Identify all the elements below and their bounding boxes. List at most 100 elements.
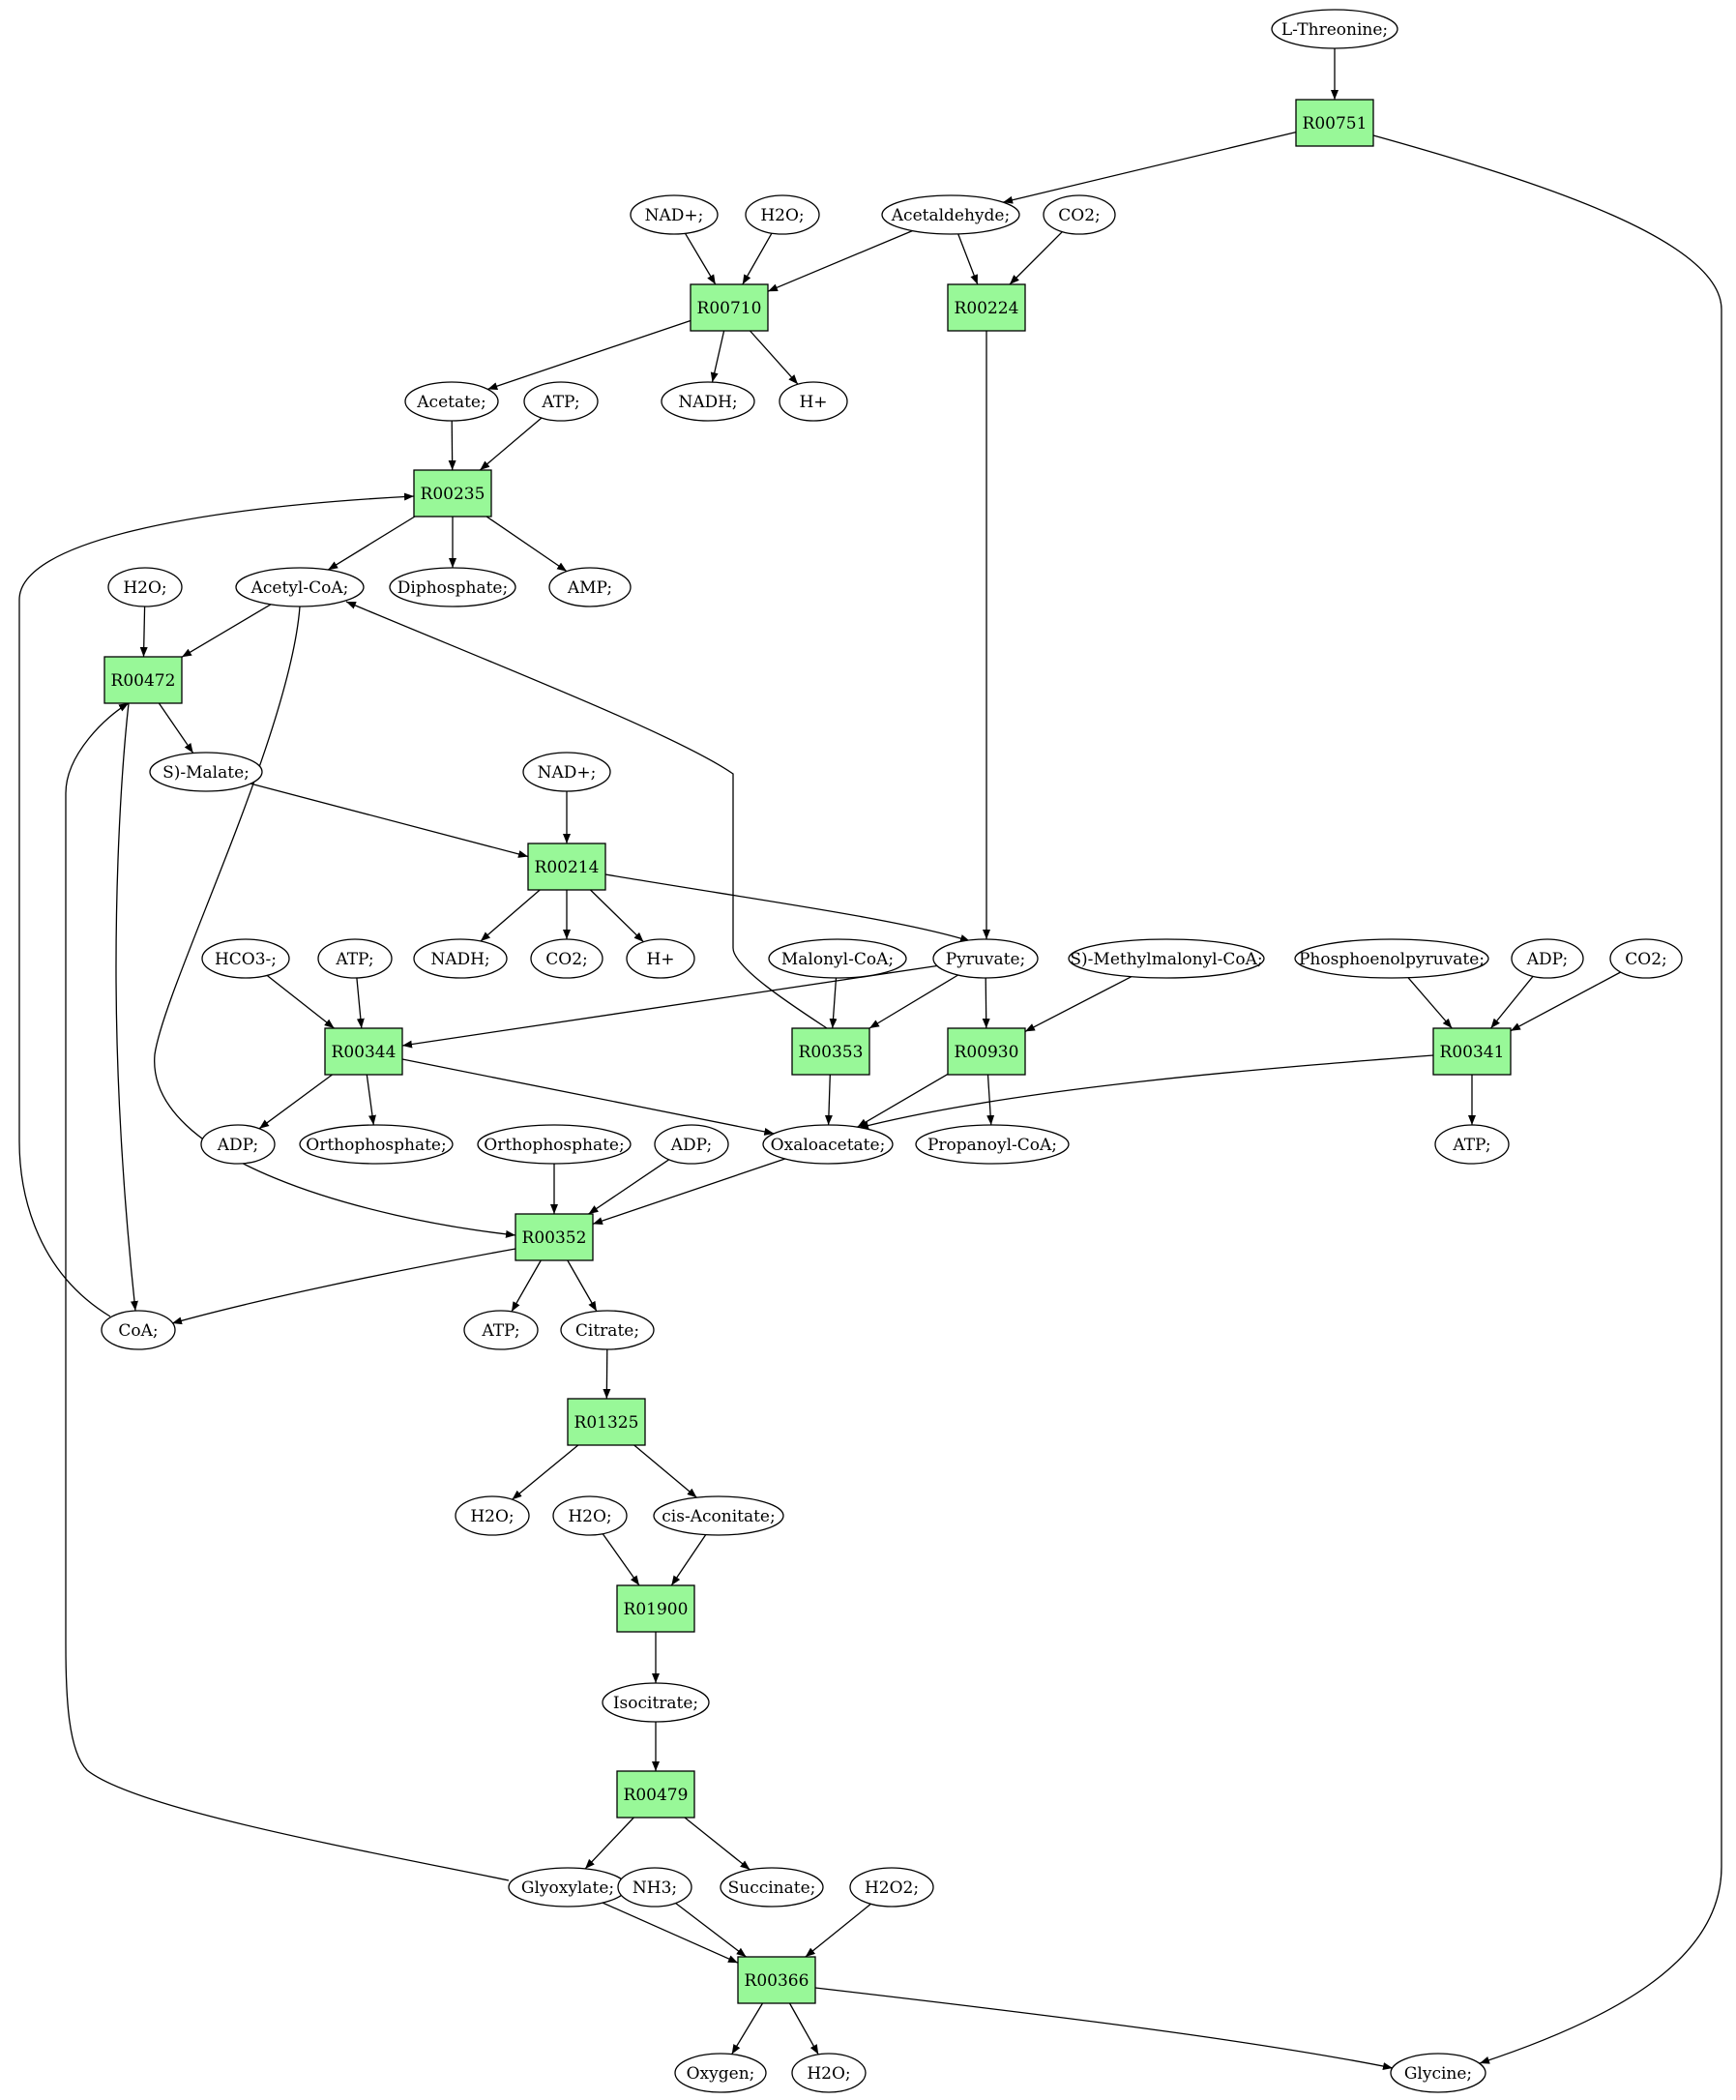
metabolite-ellipse (548, 567, 632, 607)
metabolite-label: H+ (799, 393, 827, 412)
edge-h2o2x-to-r366 (805, 1903, 871, 1958)
metabolite-node-adp3[interactable]: ADP; (654, 1124, 729, 1165)
metabolite-node-nh3[interactable]: NH3; (617, 1867, 692, 1908)
metabolite-ellipse (389, 567, 516, 607)
metabolite-node-malcoa[interactable]: Malonyl-CoA; (768, 938, 907, 979)
metabolite-node-h2o3[interactable]: H2O; (455, 1495, 530, 1536)
metabolite-node-gly[interactable]: Glycine; (1390, 2053, 1486, 2093)
metabolite-label: H2O; (470, 1507, 514, 1526)
metabolite-node-smm[interactable]: S)-Methylmalonyl-CoA; (1068, 938, 1265, 979)
metabolite-ellipse (1511, 938, 1584, 979)
metabolite-label: CO2; (545, 950, 588, 969)
metabolite-ellipse (463, 1310, 539, 1350)
metabolite-node-atp2[interactable]: ATP; (317, 938, 393, 979)
metabolite-node-co2a[interactable]: CO2; (1043, 194, 1116, 235)
metabolite-node-nad2[interactable]: NAD+; (522, 752, 611, 792)
edge-pyr-to-r353 (868, 974, 958, 1029)
metabolite-node-atp3[interactable]: ATP; (1434, 1124, 1510, 1165)
reaction-node-r00352[interactable]: R00352 (515, 1213, 594, 1261)
metabolite-node-h2[interactable]: H+ (626, 938, 695, 979)
reaction-node-r00341[interactable]: R00341 (1432, 1027, 1512, 1076)
metabolite-node-adp2[interactable]: ADP; (200, 1124, 276, 1165)
metabolite-node-mal[interactable]: S)-Malate; (149, 752, 263, 792)
metabolite-label: CO2; (1625, 950, 1667, 969)
metabolite-label: HCO3-; (215, 950, 277, 969)
reaction-node-r00366[interactable]: R00366 (737, 1956, 816, 2004)
edge-r235-to-accoa (327, 516, 416, 571)
edge-r352-to-atp4 (511, 1259, 542, 1313)
metabolite-node-ortho2[interactable]: Orthophosphate; (477, 1124, 632, 1165)
edge-r235-to-amp (485, 516, 568, 573)
metabolite-ellipse (745, 194, 820, 235)
metabolite-node-pep[interactable]: Phosphoenolpyruvate; (1294, 938, 1489, 979)
metabolite-node-accoa[interactable]: Acetyl-CoA; (235, 567, 365, 607)
metabolite-node-pyr[interactable]: Pyruvate; (932, 938, 1039, 979)
metabolite-node-h2o4[interactable]: H2O; (552, 1495, 628, 1536)
metabolite-node-isocit[interactable]: Isocitrate; (602, 1682, 710, 1723)
metabolite-node-propcoa[interactable]: Propanoyl-CoA; (915, 1124, 1070, 1165)
edge-r214-to-h2 (590, 889, 644, 943)
reaction-node-r00479[interactable]: R00479 (616, 1770, 695, 1819)
metabolite-node-dip[interactable]: Diphosphate; (389, 567, 516, 607)
metabolite-node-nadh2[interactable]: NADH; (413, 938, 508, 979)
metabolite-node-cisac[interactable]: cis-Aconitate; (653, 1495, 784, 1536)
reaction-node-r00344[interactable]: R00344 (324, 1027, 403, 1076)
metabolite-node-coa[interactable]: CoA; (101, 1310, 176, 1350)
metabolite-node-co2b[interactable]: CO2; (530, 938, 603, 979)
metabolite-label: H2O2; (865, 1878, 919, 1898)
metabolite-label: ATP; (481, 1321, 519, 1341)
metabolite-node-nadh1[interactable]: NADH; (661, 381, 755, 422)
reaction-node-r00224[interactable]: R00224 (947, 283, 1026, 332)
reaction-label: R01325 (574, 1413, 639, 1433)
metabolite-ellipse (674, 2053, 767, 2093)
metabolite-node-h2o1[interactable]: H2O; (745, 194, 820, 235)
reaction-node-r01325[interactable]: R01325 (567, 1398, 646, 1446)
metabolite-node-h2o5[interactable]: H2O; (791, 2053, 867, 2093)
metabolite-node-acet[interactable]: Acetate; (404, 381, 499, 422)
metabolite-node-amp[interactable]: AMP; (548, 567, 632, 607)
reaction-node-r00710[interactable]: R00710 (690, 283, 769, 332)
metabolite-node-h2o2[interactable]: H2O; (107, 567, 183, 607)
metabolite-label: cis-Aconitate; (662, 1507, 775, 1526)
reaction-node-r00472[interactable]: R00472 (103, 656, 183, 704)
edge-r751-to-gly (1372, 134, 1722, 2064)
reaction-node-r01900[interactable]: R01900 (616, 1584, 695, 1633)
edge-atp1-to-r235 (479, 417, 543, 471)
metabolite-node-oxy[interactable]: Oxygen; (674, 2053, 767, 2093)
metabolite-label: Orthophosphate; (484, 1136, 624, 1155)
metabolite-node-thr[interactable]: L-Threonine; (1271, 9, 1398, 49)
metabolite-node-glyox[interactable]: Glyoxylate; (508, 1867, 628, 1908)
metabolite-label: H2O; (123, 578, 166, 598)
metabolite-label: Glycine; (1404, 2064, 1472, 2084)
metabolite-node-h1[interactable]: H+ (779, 381, 848, 422)
metabolite-node-acald[interactable]: Acetaldehyde; (881, 194, 1020, 235)
metabolite-node-succ[interactable]: Succinate; (720, 1867, 824, 1908)
reaction-node-r00235[interactable]: R00235 (413, 469, 492, 518)
metabolite-node-hco3[interactable]: HCO3-; (201, 938, 290, 979)
reaction-label: R00352 (522, 1228, 587, 1248)
reaction-label: R00214 (535, 858, 600, 877)
metabolite-node-h2o2x[interactable]: H2O2; (849, 1867, 934, 1908)
metabolite-label: S)-Methylmalonyl-CoA; (1070, 950, 1262, 969)
reaction-node-r00930[interactable]: R00930 (947, 1027, 1026, 1076)
metabolite-ellipse (477, 1124, 632, 1165)
metabolite-node-nad1[interactable]: NAD+; (630, 194, 719, 235)
reaction-node-r00214[interactable]: R00214 (527, 843, 606, 891)
metabolite-node-co2c[interactable]: CO2; (1609, 938, 1683, 979)
edge-pyr-to-r344 (401, 964, 937, 1049)
metabolite-label: H2O; (568, 1507, 611, 1526)
metabolite-ellipse (602, 1682, 710, 1723)
metabolite-node-adp1[interactable]: ADP; (1511, 938, 1584, 979)
metabolite-node-cit[interactable]: Citrate; (560, 1310, 655, 1350)
edge-r341-to-oaa (858, 1054, 1434, 1130)
metabolite-node-ortho1[interactable]: Orthophosphate; (299, 1124, 454, 1165)
edge-atp2-to-r344 (356, 977, 365, 1029)
metabolite-node-oaa[interactable]: Oxaloacetate; (762, 1124, 894, 1165)
edge-smm-to-r930 (1024, 976, 1133, 1032)
reaction-node-r00353[interactable]: R00353 (791, 1027, 870, 1076)
metabolite-node-atp4[interactable]: ATP; (463, 1310, 539, 1350)
reaction-node-r00751[interactable]: R00751 (1295, 99, 1374, 147)
edge-h2o2-to-r472 (139, 606, 148, 658)
metabolite-node-atp1[interactable]: ATP; (523, 381, 599, 422)
